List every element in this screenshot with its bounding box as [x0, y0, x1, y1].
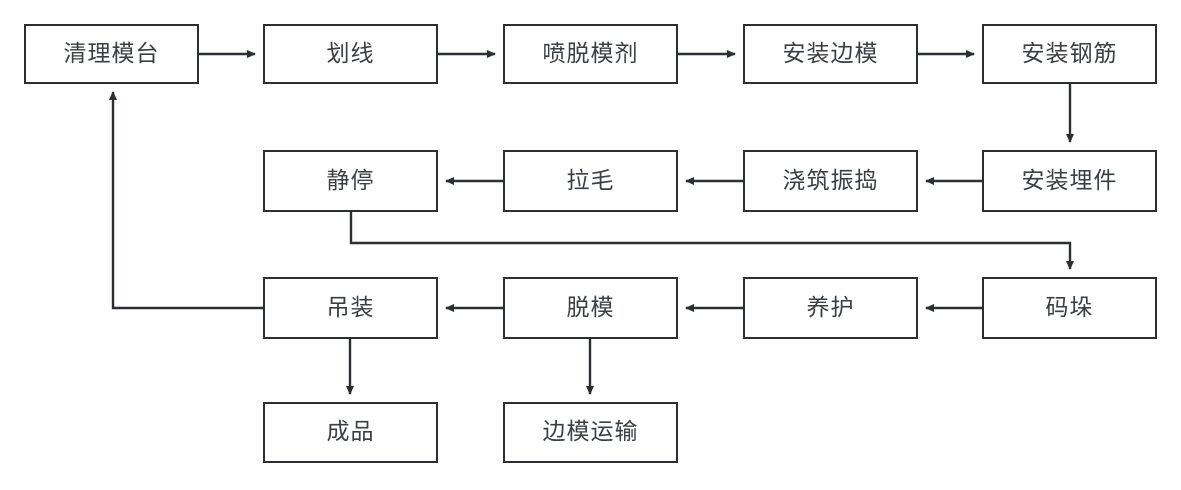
flow-node[interactable]: 划线	[263, 24, 438, 84]
flow-node-label: 清理模台	[63, 40, 160, 67]
flow-node[interactable]: 成品	[263, 402, 438, 463]
flow-node-label: 码垛	[1045, 294, 1094, 321]
flow-node-label: 吊装	[326, 294, 375, 321]
flow-node-label: 边模运输	[542, 419, 639, 445]
flow-node[interactable]: 安装埋件	[982, 150, 1157, 212]
flow-node-label: 养护	[806, 294, 855, 321]
flow-node[interactable]: 拉毛	[503, 150, 678, 212]
flow-node-label: 拉毛	[566, 167, 615, 194]
flow-node-label: 成品	[326, 419, 375, 445]
flow-node[interactable]: 脱模	[503, 277, 678, 339]
flow-node[interactable]: 喷脱模剂	[503, 24, 678, 84]
flow-node[interactable]: 码垛	[982, 277, 1157, 339]
flow-node-label: 脱模	[566, 294, 615, 321]
flow-node[interactable]: 浇筑振捣	[743, 150, 918, 212]
flow-node[interactable]: 静停	[263, 150, 438, 212]
flow-node-label: 安装边模	[782, 40, 879, 67]
flow-node-label: 划线	[326, 40, 375, 67]
flow-node[interactable]: 安装钢筋	[982, 24, 1157, 84]
flow-node[interactable]: 吊装	[263, 277, 438, 339]
flow-edge	[109, 91, 263, 310]
flow-node-label: 安装埋件	[1021, 167, 1118, 194]
flow-node[interactable]: 安装边模	[743, 24, 918, 84]
flow-edge	[349, 212, 1074, 270]
flow-node-label: 喷脱模剂	[542, 40, 639, 67]
flow-node-label: 静停	[326, 167, 375, 194]
flow-node[interactable]: 养护	[743, 277, 918, 339]
flow-node[interactable]: 边模运输	[503, 402, 678, 463]
flow-node-label: 浇筑振捣	[782, 167, 879, 194]
flow-node[interactable]: 清理模台	[24, 24, 199, 84]
flow-node-label: 安装钢筋	[1021, 40, 1118, 67]
